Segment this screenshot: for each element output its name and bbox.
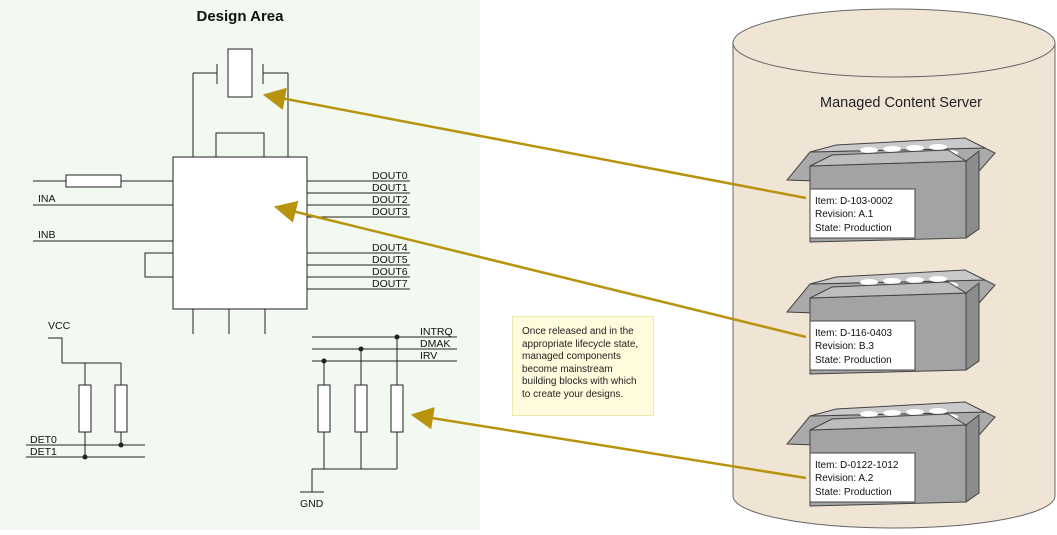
component-box-1[interactable]: Item: D-103-0002 Revision: A.1 State: Pr… <box>785 137 996 243</box>
box-2-state: State: Production <box>815 355 892 366</box>
net-det0-label: DET0 <box>30 434 57 446</box>
box-1-item: Item: D-103-0002 <box>815 196 893 207</box>
server-title: Managed Content Server <box>820 95 982 111</box>
ic-bottom-pins <box>192 309 266 334</box>
callout-line-4: become mainstream <box>522 363 613 375</box>
box-3-revision: Revision: A.2 <box>815 473 874 484</box>
ic-chip[interactable] <box>172 156 308 310</box>
net-vcc-label: VCC <box>48 320 71 332</box>
net-dout0-label: DOUT0 <box>372 170 408 182</box>
callout-line-2: appropriate lifecycle state, <box>522 338 639 350</box>
input-resistor[interactable] <box>33 174 173 188</box>
net-intrq-label: INTRQ <box>420 326 453 338</box>
callout-line-3: managed components <box>522 351 621 362</box>
loop-wire <box>215 132 265 157</box>
box-1-revision: Revision: A.1 <box>815 209 874 220</box>
net-dout7-label: DOUT7 <box>372 278 408 290</box>
box-2-revision: Revision: B.3 <box>815 341 874 352</box>
net-dout1-label: DOUT1 <box>372 182 408 194</box>
component-box-2[interactable]: Item: D-116-0403 Revision: B.3 State: Pr… <box>785 269 996 375</box>
box-1-state: State: Production <box>815 223 892 234</box>
placement-arrow-2 <box>273 200 807 339</box>
net-dout3-label: DOUT3 <box>372 206 408 218</box>
net-dout2-label: DOUT2 <box>372 194 408 206</box>
dout-wires <box>307 180 410 290</box>
net-inb-label: INB <box>38 229 56 241</box>
placement-arrow-1 <box>262 87 807 200</box>
net-dout5-label: DOUT5 <box>372 254 408 266</box>
box-3-item: Item: D-0122-1012 <box>815 460 899 471</box>
net-gnd-label: GND <box>300 498 324 510</box>
net-det1-label: DET1 <box>30 446 57 458</box>
component-box-3[interactable]: Item: D-0122-1012 Revision: A.2 State: P… <box>785 401 996 507</box>
net-dmak-label: DMAK <box>420 338 450 350</box>
crystal-component[interactable] <box>192 48 289 157</box>
net-dout4-label: DOUT4 <box>372 242 408 254</box>
det-pullup-circuit[interactable] <box>26 337 145 460</box>
net-irv-label: IRV <box>420 350 437 362</box>
box-2-item: Item: D-116-0403 <box>815 328 893 339</box>
box-3-state: State: Production <box>815 487 892 498</box>
callout-line-5: building blocks with which <box>522 376 637 387</box>
feedback-loop-wire <box>144 252 173 278</box>
bus-pullup-circuit[interactable] <box>300 334 457 493</box>
net-dout6-label: DOUT6 <box>372 266 408 278</box>
callout-note: Once released and in the appropriate lif… <box>512 316 654 416</box>
callout-line-6: to create your designs. <box>522 388 624 400</box>
net-ina-label: INA <box>38 193 56 205</box>
placement-arrow-3 <box>410 407 807 480</box>
design-area-title: Design Area <box>197 8 285 25</box>
callout-line-1: Once released and in the <box>522 326 634 337</box>
